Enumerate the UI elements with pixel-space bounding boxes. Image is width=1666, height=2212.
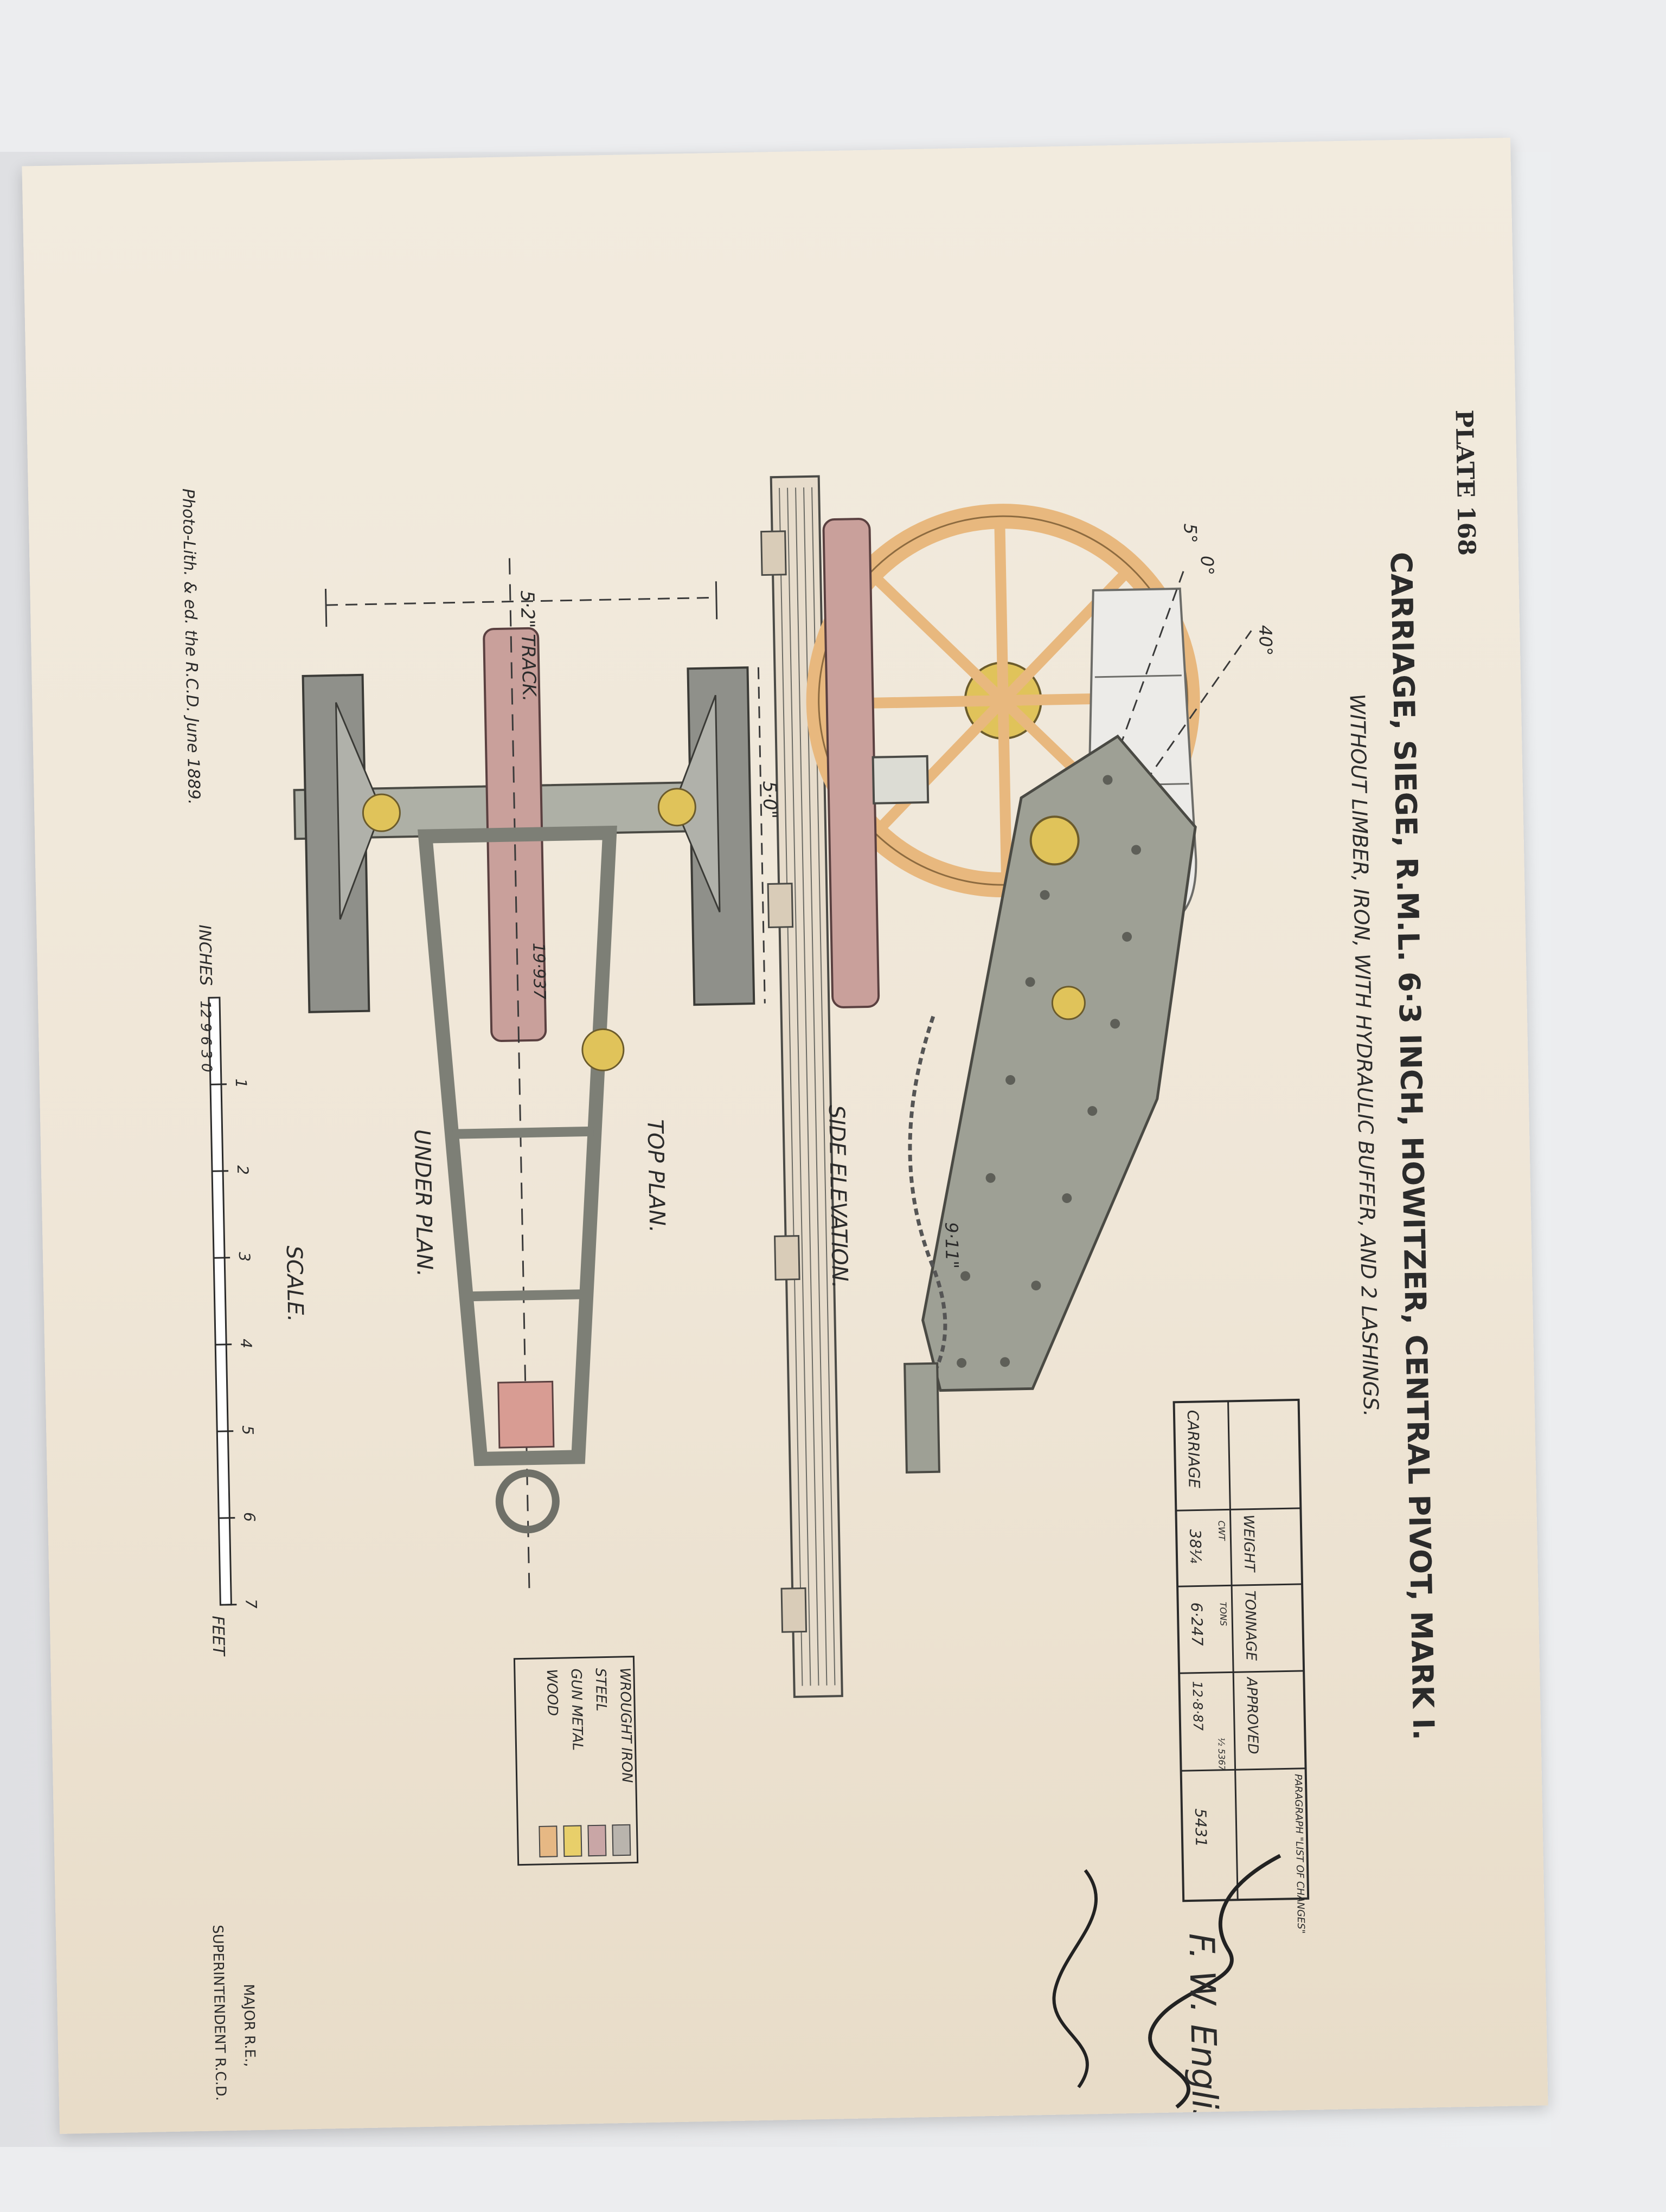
header-weight: WEIGHT [1240,1514,1258,1573]
row-carriage-approved: 12·8·87 [1189,1681,1206,1731]
legend-steel: STEEL [592,1668,610,1711]
signature-block: F. W. English MAJOR R.E., SUPERINTENDENT… [209,1854,1281,2134]
header-tonnage: TONNAGE [1241,1590,1259,1661]
material-legend: WROUGHT IRON STEEL GUN METAL WOOD [513,1656,639,1866]
scale-bar: INCHES 12 9 6 3 0 1 2 3 4 5 6 7 FEET SCA… [195,924,308,1657]
trail-eye [495,1469,560,1534]
angle-zero-label: 0° [1197,556,1218,576]
signature-rank: MAJOR R.E., [240,1984,258,2067]
hydraulic-buffer [822,518,880,1008]
elevating-gear [1029,815,1080,866]
row-carriage-weight: 38¼ [1186,1529,1204,1563]
row-carriage-approved-ref: ½ 5367 [1216,1738,1227,1771]
plan-view: 5·2" TRACK. 5·0" 19·937 TOP PLAN. UNDER … [293,558,781,1589]
unit-tons: TONS [1218,1602,1229,1626]
scale-inch-ticks: 12 9 6 3 0 [197,1000,215,1072]
plan-trail-frame [418,825,617,1467]
header-paragraph: PARAGRAPH "LIST OF CHANGES" [1292,1774,1307,1934]
scale-tick-7: 7 [242,1599,260,1609]
legend-swatch-steel [587,1824,607,1857]
signature-office: SUPERINTENDENT R.C.D. [209,1925,229,2101]
legend-swatch-wrought-iron [612,1824,631,1856]
bore-dimension: 19·937 [529,942,549,1000]
top-plan-label: TOP PLAN. [642,1119,669,1233]
side-elevation-label: SIDE ELEVATION. [824,1105,852,1289]
weight-table: WEIGHT TONNAGE APPROVED PARAGRAPH "LIST … [1172,1398,1310,1934]
trail-dimension: 9·11" [941,1222,963,1269]
scale-feet-label: FEET [208,1616,228,1657]
scale-tick-3: 3 [235,1252,253,1262]
header-approved: APPROVED [1243,1676,1261,1754]
signature-name: F. W. English [1181,1933,1225,2134]
unit-cwt: CWT [1216,1520,1227,1541]
lashing-chain [907,1015,947,1409]
traversing-handwheel [581,1028,625,1071]
scale-tick-4: 4 [237,1339,255,1348]
plate-sheet: PLATE 168 CARRIAGE, SIEGE, R.M.L. 6·3 IN… [22,137,1548,2134]
plate-subtitle: WITHOUT LIMBER, IRON, WITH HYDRAULIC BUF… [1345,693,1383,1417]
imprint-note: Photo-Lith. & ed. the R.C.D. June 1889. [178,488,203,805]
scale-tick-6: 6 [240,1512,258,1522]
wheel-span-dimension: 5·0" [758,781,780,819]
legend-wood: WOOD [543,1669,561,1716]
side-elevation-view: 0° 5° 40° 9·11" [760,475,1276,1698]
scale-title: SCALE. [281,1245,308,1322]
scale-tick-5: 5 [239,1425,257,1435]
row-carriage-label: CARRIAGE [1184,1410,1203,1488]
scale-tick-1: 1 [232,1078,250,1088]
side-bracket [921,734,1197,1392]
scale-tick-2: 2 [234,1165,252,1175]
legend-wrought-iron: WROUGHT IRON [617,1668,635,1783]
row-carriage-paragraph: 5431 [1191,1808,1210,1847]
legend-swatch-gun-metal [563,1825,582,1857]
plate-title: CARRIAGE, SIEGE, R.M.L. 6·3 INCH, HOWITZ… [1384,551,1441,1740]
row-carriage-tonnage: 6·247 [1188,1602,1207,1646]
signature-scribble [1148,1854,1281,2109]
angle-elev-label: 40° [1255,625,1276,655]
plate-number: PLATE 168 [1450,409,1481,556]
legend-gun-metal: GUN METAL [568,1668,586,1751]
angle-top-label: 5° [1180,523,1201,543]
scale-inches-label: INCHES [195,924,215,986]
plate-drawing: PLATE 168 CARRIAGE, SIEGE, R.M.L. 6·3 IN… [178,409,1481,2134]
under-plan-label: UNDER PLAN. [409,1129,437,1277]
track-dimension: 5·2" TRACK. [516,590,540,702]
legend-swatch-wood [539,1825,558,1857]
